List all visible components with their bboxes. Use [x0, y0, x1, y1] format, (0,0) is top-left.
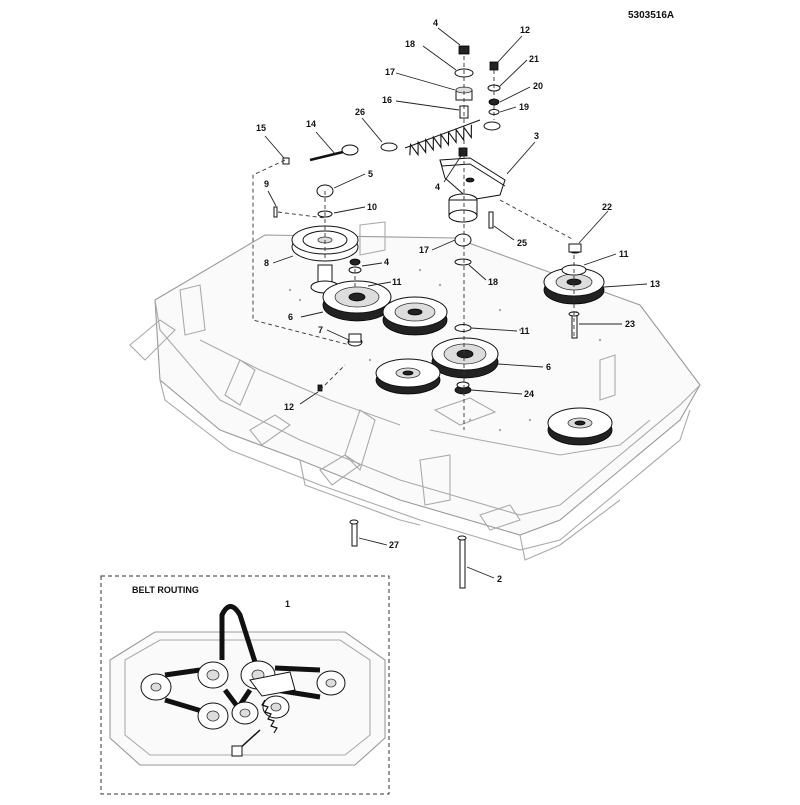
- callout-22: 22: [602, 202, 612, 212]
- alignment-lines: [252, 56, 575, 430]
- pulley-center-top: [382, 296, 448, 336]
- callout-18b: 18: [488, 277, 498, 287]
- callout-6: 6: [288, 312, 293, 322]
- callout-10: 10: [367, 202, 377, 212]
- callout-27: 27: [389, 540, 399, 550]
- callout-12: 12: [520, 25, 530, 35]
- callout-5: 5: [368, 169, 373, 179]
- callout-26: 26: [355, 107, 365, 117]
- callout-8: 8: [264, 258, 269, 268]
- pulley-6-left: [322, 280, 392, 322]
- pulley-center-bottom: [375, 358, 441, 395]
- spring-26: [380, 119, 501, 157]
- pulley-right-deck: [547, 407, 613, 446]
- callout-18: 18: [405, 39, 415, 49]
- callout-16: 16: [382, 95, 392, 105]
- idler-stack-hardware: [454, 45, 501, 266]
- callout-17b: 17: [419, 245, 429, 255]
- callout-9: 9: [264, 179, 269, 189]
- callout-1: 1: [285, 599, 290, 609]
- callout-21: 21: [529, 54, 539, 64]
- callout-4c: 4: [384, 257, 389, 267]
- callout-7: 7: [318, 325, 323, 335]
- callout-15: 15: [256, 123, 266, 133]
- callout-4b: 4: [435, 182, 440, 192]
- callout-labels: 4 18 17 16 12 21 20 19 26 14 15 3 4 5 9 …: [256, 18, 660, 584]
- small-hardware: [273, 184, 582, 395]
- callout-19: 19: [519, 102, 529, 112]
- callout-12b: 12: [284, 402, 294, 412]
- callout-2: 2: [497, 574, 502, 584]
- leader-lines: [249, 27, 648, 618]
- callout-14: 14: [306, 119, 316, 129]
- belt-routing-inset: BELT ROUTING 1: [100, 575, 390, 795]
- callout-11: 11: [619, 249, 629, 259]
- callout-13: 13: [650, 279, 660, 289]
- callout-20: 20: [533, 81, 543, 91]
- callout-23: 23: [625, 319, 635, 329]
- callout-6b: 6: [546, 362, 551, 372]
- spindle-stem: [310, 264, 340, 294]
- callout-24: 24: [524, 389, 534, 399]
- bolt-27: [349, 519, 359, 547]
- belt-routing-title: BELT ROUTING: [132, 585, 199, 595]
- callout-11b: 11: [392, 277, 402, 287]
- callout-25: 25: [517, 238, 527, 248]
- pulley-6-right: [431, 337, 499, 379]
- idler-arm: [439, 157, 506, 229]
- callout-3: 3: [534, 131, 539, 141]
- eyebolt-14: [282, 144, 359, 165]
- callout-4: 4: [433, 18, 438, 28]
- callout-17: 17: [385, 67, 395, 77]
- bolt-2: [457, 535, 467, 589]
- callout-11c: 11: [520, 326, 530, 336]
- drawing-number: 5303516A: [628, 10, 674, 21]
